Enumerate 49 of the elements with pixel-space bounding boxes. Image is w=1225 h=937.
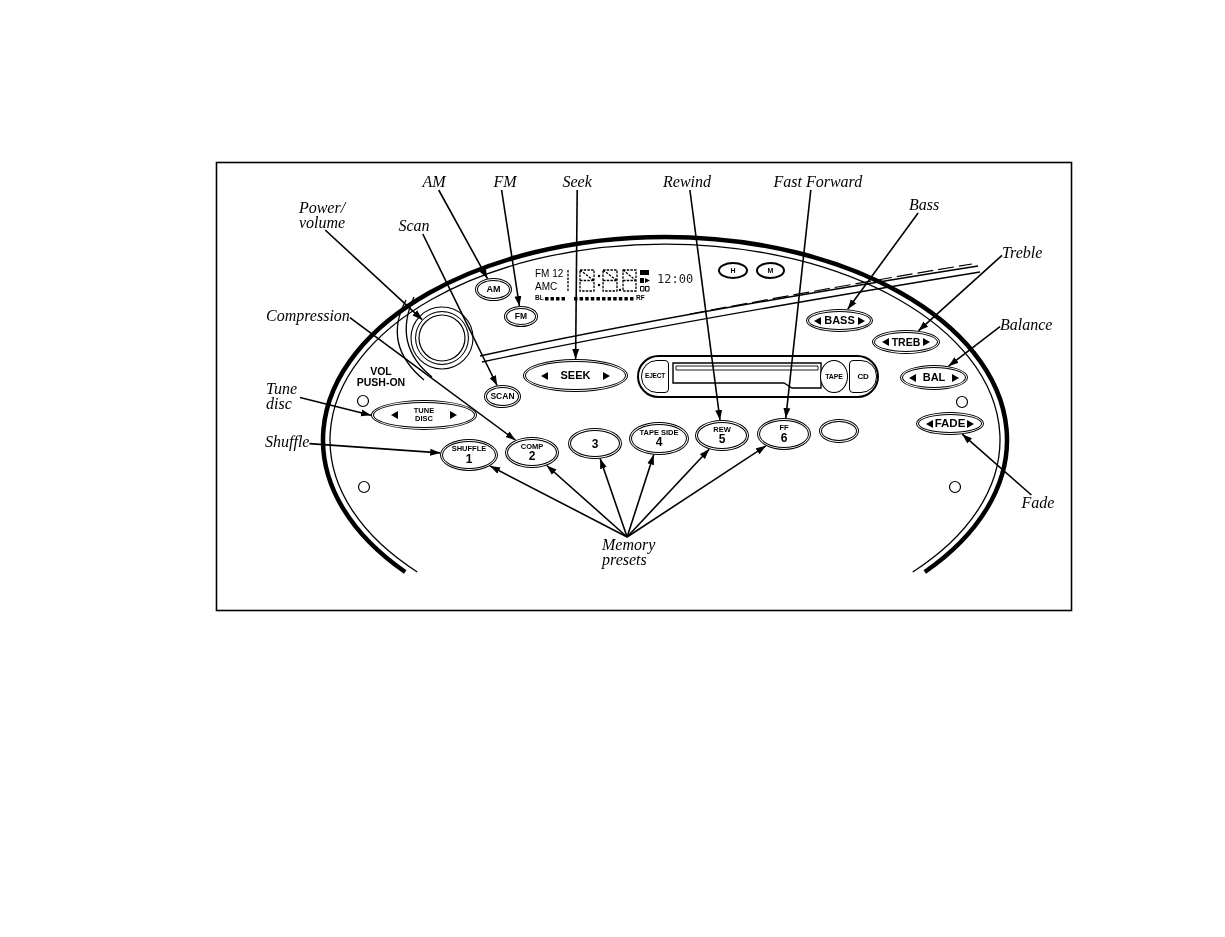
leader-arrow bbox=[947, 325, 1001, 367]
leader-arrow bbox=[572, 189, 580, 360]
oval-button: AM bbox=[475, 278, 512, 301]
oval-button bbox=[819, 419, 859, 443]
callout-label: Shuffle bbox=[265, 434, 310, 450]
rocker-button: BAL bbox=[900, 365, 968, 390]
leader-arrow bbox=[545, 464, 628, 538]
oval-button: 3 bbox=[568, 428, 622, 459]
callout-label: Rewind bbox=[663, 174, 711, 190]
leader-arrow bbox=[324, 229, 423, 321]
leader-arrow bbox=[783, 189, 812, 419]
callout-label: Fast Forward bbox=[773, 174, 863, 190]
leader-arrow bbox=[349, 316, 517, 441]
callout-label: Compression bbox=[266, 308, 350, 324]
leader-arrow bbox=[500, 189, 522, 307]
leader-arrow bbox=[689, 189, 723, 421]
callout-label: FM bbox=[493, 174, 517, 190]
rocker-button: TREB bbox=[872, 330, 940, 354]
callout-label: AM bbox=[422, 174, 446, 190]
leader-arrow bbox=[437, 189, 489, 280]
oval-button: FM bbox=[504, 306, 538, 327]
callout-label: Tune disc bbox=[266, 381, 300, 411]
leader-arrow bbox=[599, 457, 628, 538]
clock-display: 12:00 bbox=[657, 273, 694, 285]
leader-arrow bbox=[299, 396, 372, 417]
callout-label: Memory presets bbox=[602, 537, 668, 567]
callout-label: Bass bbox=[909, 197, 940, 213]
callout-label: Power/ volume bbox=[290, 200, 354, 230]
display-text: AMC bbox=[535, 282, 558, 292]
leader-arrow bbox=[422, 233, 498, 387]
leader-arrow bbox=[626, 453, 655, 538]
leader-arrow bbox=[846, 212, 919, 311]
leader-arrow bbox=[626, 448, 710, 538]
callout-label: Balance bbox=[1000, 317, 1053, 333]
callout-label: Scan bbox=[398, 218, 430, 234]
leader-arrow bbox=[626, 445, 767, 538]
volume-knob bbox=[415, 311, 469, 365]
rocker-button: BASS bbox=[806, 309, 873, 332]
callout-label: Seek bbox=[562, 174, 592, 190]
leader-arrow bbox=[489, 465, 628, 538]
display-text: FM 12 bbox=[535, 269, 564, 279]
deck-button: CD bbox=[849, 360, 877, 393]
callout-label: Treble bbox=[1002, 245, 1043, 261]
rocker-button: FADE bbox=[916, 412, 984, 435]
callout-label: Fade bbox=[1021, 495, 1055, 511]
leader-arrow bbox=[308, 442, 441, 456]
leader-arrow bbox=[961, 433, 1033, 496]
knob-caption: VOL PUSH-ON bbox=[355, 366, 407, 387]
leader-arrow bbox=[917, 254, 1003, 332]
